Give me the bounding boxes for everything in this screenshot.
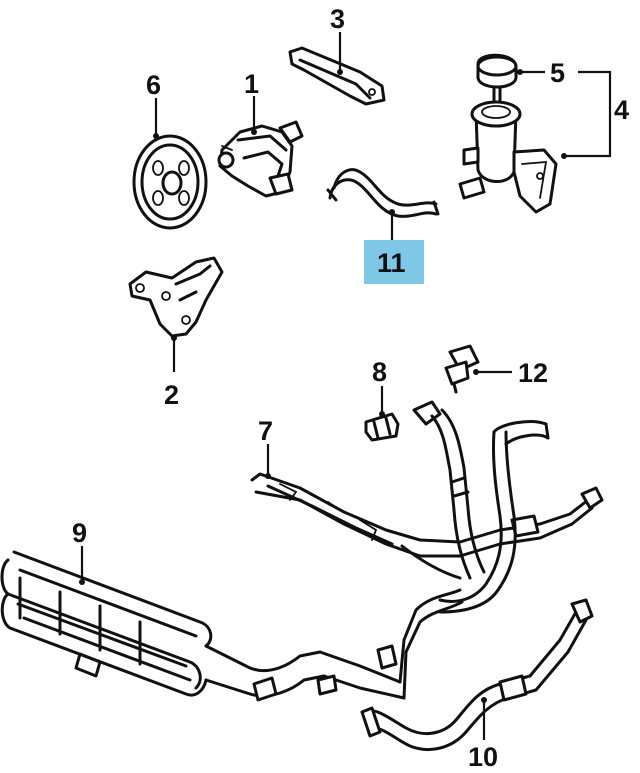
callout-10[interactable]: 10 <box>468 742 498 772</box>
callout-8[interactable]: 8 <box>372 357 387 387</box>
callout-12[interactable]: 12 <box>518 358 548 388</box>
pressure-hose-part[interactable] <box>250 400 604 580</box>
lower-return-hose-part[interactable] <box>360 598 594 751</box>
return-line-part[interactable] <box>438 420 550 614</box>
callout-7[interactable]: 7 <box>258 416 273 446</box>
pump-bracket-part[interactable] <box>128 256 224 338</box>
callout-highlight <box>364 240 424 284</box>
reservoir-part[interactable] <box>458 100 558 214</box>
callout-4[interactable]: 4 <box>614 95 629 125</box>
power-steering-pump-part[interactable] <box>217 120 304 198</box>
leader-lines <box>79 32 612 740</box>
callout-9[interactable]: 9 <box>72 518 87 548</box>
callout-6[interactable]: 6 <box>146 70 161 100</box>
pulley-part[interactable] <box>132 134 208 230</box>
clamp-part[interactable] <box>364 412 400 442</box>
callout-2[interactable]: 2 <box>164 380 179 410</box>
reservoir-cap-part[interactable] <box>476 53 518 102</box>
return-hose-part[interactable] <box>326 168 440 218</box>
pressure-switch-part[interactable] <box>444 344 480 394</box>
oil-cooler-part[interactable] <box>0 550 464 702</box>
callout-1[interactable]: 1 <box>244 69 259 99</box>
bracket-part[interactable] <box>288 46 386 106</box>
callout-11[interactable]: 11 <box>377 248 406 278</box>
callout-5[interactable]: 5 <box>550 58 565 88</box>
callout-3[interactable]: 3 <box>330 4 345 34</box>
